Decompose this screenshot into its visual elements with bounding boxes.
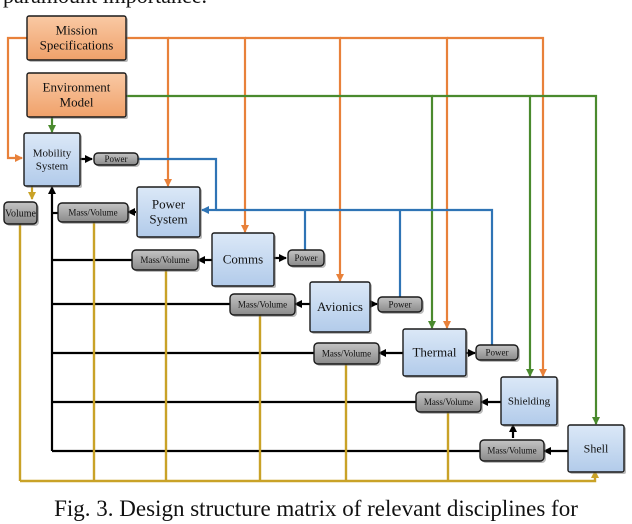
link-mission-to-mobility <box>6 36 27 162</box>
massvol-thermal-tag-label: Mass/Volume <box>322 349 371 359</box>
power-thermal-tag-shape <box>475 344 519 361</box>
shielding-box-label: Shielding <box>508 396 551 408</box>
massvol-shell-tag-shape <box>479 439 545 462</box>
massvol-thermal-tag: Mass/Volume <box>313 342 381 366</box>
link-power-thermal-bus <box>216 208 494 345</box>
massvol-comms-tag-label: Mass/Volume <box>140 255 189 265</box>
massvol-thermal-tag-shape <box>313 342 380 365</box>
massvol-comms-tag-shape <box>131 249 199 271</box>
power-mobility-tag-label: Power <box>105 154 128 164</box>
environment-box-label: Environment <box>43 80 111 95</box>
comms-box-label: Comms <box>223 252 263 267</box>
thermal-box: Thermal <box>402 328 468 378</box>
thermal-box-shape <box>402 328 467 377</box>
mission-box-label: Mission <box>56 23 98 38</box>
thermal-box-label: Thermal <box>412 345 456 360</box>
power-system-box-label: Power <box>152 197 186 212</box>
power-system-box-label: System <box>149 212 187 227</box>
massvol-avionics-tag-shape <box>229 293 296 316</box>
power-links <box>138 157 494 345</box>
power-avionics-tag-label: Power <box>389 300 412 310</box>
power-mobility-tag: Power <box>93 152 140 167</box>
power-comms-tag-shape <box>287 249 325 267</box>
massvol-power-tag: Mass/Volume <box>57 202 130 224</box>
mass-volume-links <box>18 222 599 483</box>
massvol-shielding-tag-shape <box>415 391 482 413</box>
link-environment-to-shell <box>530 94 600 425</box>
volume-mobility-tag-shape <box>3 201 38 225</box>
massvol-shielding-tag-label: Mass/Volume <box>424 397 473 407</box>
massvol-avionics-tag: Mass/Volume <box>229 293 297 317</box>
massvol-shell-tag: Mass/Volume <box>479 439 546 463</box>
power-system-box-shape <box>136 186 201 238</box>
mobility-box-shape <box>23 132 81 187</box>
avionics-box-label: Avionics <box>317 299 363 314</box>
power-avionics-tag-shape <box>377 296 423 313</box>
shielding-box: Shielding <box>500 376 559 427</box>
avionics-box-shape <box>309 281 371 333</box>
avionics-box: Avionics <box>309 281 372 334</box>
massvol-shielding-tag: Mass/Volume <box>415 391 483 414</box>
power-thermal-tag-label: Power <box>486 348 509 358</box>
environment-box-shape <box>26 72 127 118</box>
mobility-box-label: Mobility <box>33 148 72 160</box>
preceding-text: paramount importance. <box>0 0 632 8</box>
shell-box-label: Shell <box>584 441 609 455</box>
massvol-avionics-tag-label: Mass/Volume <box>238 300 287 310</box>
mission-box-label: Specifications <box>40 38 114 53</box>
power-comms-tag: Power <box>287 249 326 268</box>
massvol-power-tag-label: Mass/Volume <box>68 208 117 218</box>
shell-box: Shell <box>567 424 626 474</box>
volume-mobility-tag: Volume <box>3 201 39 226</box>
figure-caption: Fig. 3. Design structure matrix of relev… <box>54 496 578 521</box>
massvol-comms-tag: Mass/Volume <box>131 249 200 272</box>
power-thermal-tag: Power <box>475 344 520 362</box>
mobility-box-label: System <box>36 161 69 173</box>
volume-mobility-tag-label: Volume <box>5 209 36 220</box>
environment-box-label: Model <box>60 95 94 110</box>
power-mobility-tag-shape <box>93 152 139 166</box>
link-power-mobility-bus <box>138 157 218 210</box>
mission-spec-links <box>6 36 547 377</box>
feedback-links <box>28 155 568 455</box>
power-avionics-tag: Power <box>377 296 424 314</box>
link-mission-to-shielding <box>447 36 547 377</box>
massvol-power-tag-shape <box>57 202 129 223</box>
power-comms-tag-label: Power <box>295 253 318 263</box>
shell-box-shape <box>567 424 625 473</box>
comms-box: Comms <box>211 232 276 288</box>
massvol-shell-tag-label: Mass/Volume <box>487 446 536 456</box>
environment-links <box>48 94 600 425</box>
mission-box-shape <box>26 15 127 61</box>
comms-box-shape <box>211 232 275 287</box>
link-mass-volume-bus-to-shell <box>20 470 599 483</box>
shielding-box-shape <box>500 376 558 426</box>
